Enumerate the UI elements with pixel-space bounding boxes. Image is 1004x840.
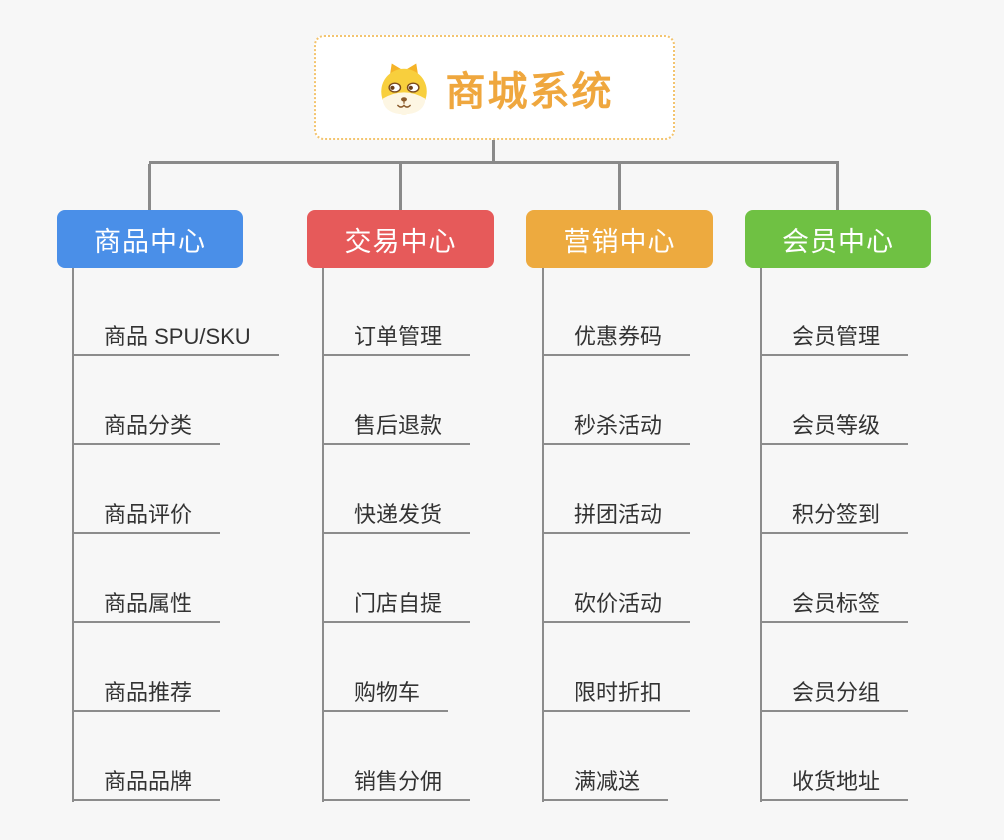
subtopic[interactable]: 会员管理 (760, 320, 909, 356)
subtopic[interactable]: 商品推荐 (72, 676, 221, 712)
branch-trade-center[interactable]: 交易中心 (307, 210, 494, 268)
branch-label: 会员中心 (782, 226, 894, 257)
connector-line (760, 267, 762, 802)
branch-label: 交易中心 (344, 226, 457, 257)
subtopic-column-member: 会员管理 会员等级 积分签到 会员标签 会员分组 收货地址 (760, 267, 909, 801)
subtopic[interactable]: 限时折扣 (542, 676, 691, 712)
subtopic[interactable]: 商品分类 (72, 409, 221, 445)
connector-line (399, 164, 402, 210)
connector-line (542, 267, 544, 802)
root-topic[interactable]: 商城系统 (314, 35, 675, 140)
root-topic-label: 商城系统 (445, 69, 614, 114)
connector-line (149, 161, 839, 164)
subtopic-column-marketing: 优惠券码 秒杀活动 拼团活动 砍价活动 限时折扣 满减送 (542, 267, 691, 801)
subtopic[interactable]: 优惠券码 (542, 320, 691, 356)
subtopic[interactable]: 积分签到 (760, 498, 909, 534)
subtopic[interactable]: 购物车 (322, 676, 449, 712)
connector-line (492, 139, 495, 163)
branch-marketing-center[interactable]: 营销中心 (526, 210, 713, 268)
connector-line (618, 164, 621, 210)
branch-label: 商品中心 (94, 226, 206, 257)
subtopic[interactable]: 订单管理 (322, 320, 471, 356)
subtopic[interactable]: 秒杀活动 (542, 409, 691, 445)
subtopic[interactable]: 收货地址 (760, 765, 909, 801)
branch-label: 营销中心 (563, 226, 676, 257)
subtopic[interactable]: 会员等级 (760, 409, 909, 445)
dog-face-icon (380, 63, 427, 114)
subtopic[interactable]: 销售分佣 (322, 765, 471, 801)
subtopic[interactable]: 快递发货 (322, 498, 471, 534)
subtopic[interactable]: 商品评价 (72, 498, 221, 534)
subtopic[interactable]: 商品属性 (72, 587, 221, 623)
subtopic[interactable]: 门店自提 (322, 587, 471, 623)
branch-member-center[interactable]: 会员中心 (745, 210, 931, 268)
subtopic[interactable]: 砍价活动 (542, 587, 691, 623)
connector-line (72, 267, 74, 802)
subtopic[interactable]: 商品品牌 (72, 765, 221, 801)
subtopic[interactable]: 商品 SPU/SKU (72, 320, 279, 356)
subtopic[interactable]: 拼团活动 (542, 498, 691, 534)
subtopic[interactable]: 售后退款 (322, 409, 471, 445)
subtopic[interactable]: 会员分组 (760, 676, 909, 712)
subtopic-column-product: 商品 SPU/SKU 商品分类 商品评价 商品属性 商品推荐 商品品牌 (72, 267, 279, 801)
subtopic[interactable]: 满减送 (542, 765, 669, 801)
subtopic-column-trade: 订单管理 售后退款 快递发货 门店自提 购物车 销售分佣 (322, 267, 471, 801)
branch-product-center[interactable]: 商品中心 (57, 210, 243, 268)
subtopic[interactable]: 会员标签 (760, 587, 909, 623)
connector-line (148, 164, 151, 210)
connector-line (322, 267, 324, 802)
connector-line (836, 164, 839, 210)
